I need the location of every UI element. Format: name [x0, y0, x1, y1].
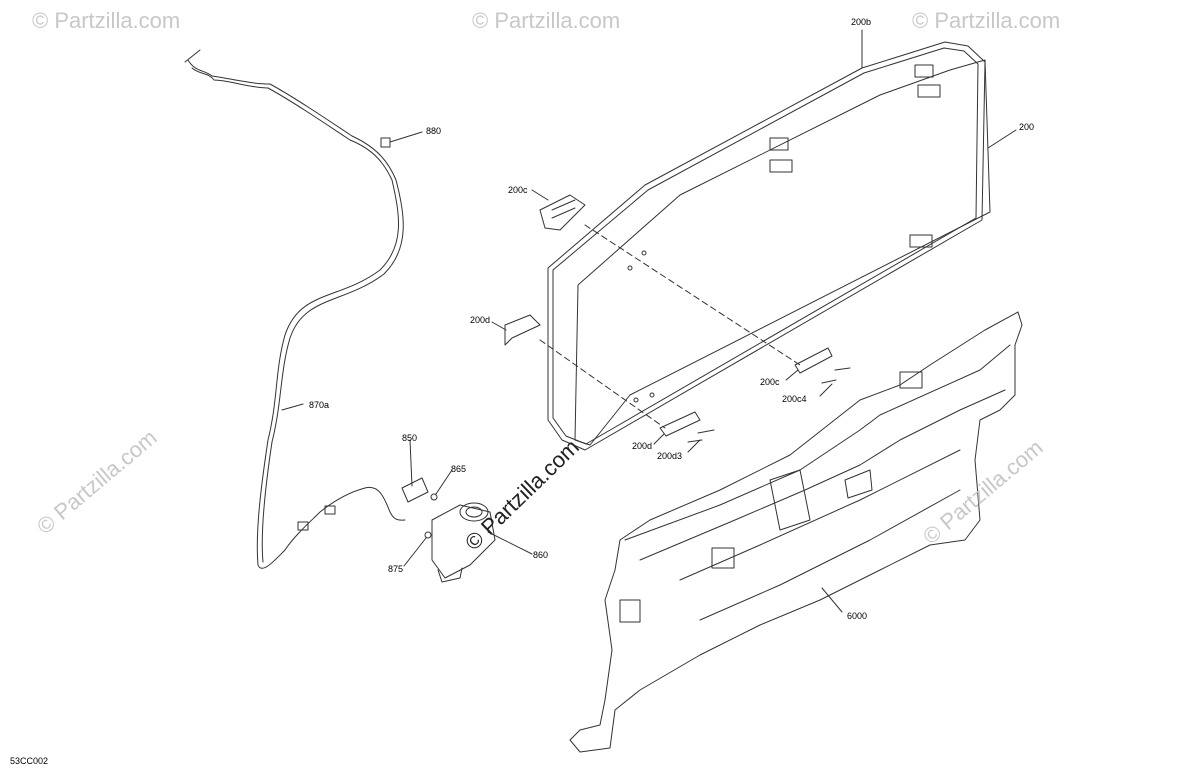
callout-200c-right: 200c: [760, 377, 780, 387]
diagram-code: 53CC002: [10, 756, 49, 766]
panel-200: [574, 59, 991, 446]
panel-clip-3: [909, 234, 933, 248]
hose-connector-mid: [324, 505, 336, 515]
watermark-top-left: © Partzilla.com: [32, 8, 181, 33]
frame-200b: [547, 41, 986, 451]
hose-870a: [184, 49, 406, 569]
screw-200d3: [687, 429, 715, 443]
panel-clip-top-2: [769, 137, 789, 151]
clamp-875: [424, 531, 432, 539]
callout-200: 200: [1019, 122, 1035, 132]
clip-200d: [504, 314, 541, 346]
callout-865: 865: [451, 464, 467, 474]
hose-connector-880: [380, 137, 391, 148]
callout-880: 880: [426, 126, 442, 136]
watermark-top-center: © Partzilla.com: [472, 8, 621, 33]
callout-200b: 200b: [851, 17, 872, 27]
bolt-865: [430, 493, 438, 501]
callout-200d-bottom: 200d: [632, 441, 653, 451]
callout-850: 850: [402, 433, 418, 443]
panel-clip-2: [769, 159, 793, 173]
clip-200c: [539, 194, 586, 231]
panel-clip-1: [917, 84, 941, 98]
callout-200c-top: 200c: [508, 185, 528, 195]
callout-875: 875: [388, 564, 404, 574]
callout-200c4: 200c4: [782, 394, 807, 404]
callout-860: 860: [533, 550, 549, 560]
callout-200d-left: 200d: [470, 315, 491, 325]
hose-870a-outer: [187, 59, 404, 563]
bracket-850: [401, 477, 429, 503]
panel-clip-top-1: [914, 64, 934, 78]
watermark-top-right: © Partzilla.com: [912, 8, 1061, 33]
plate-200c: [794, 347, 833, 374]
reservoir-cap: [459, 502, 489, 522]
callout-870a: 870a: [309, 400, 330, 410]
hose-connector-lower: [297, 521, 309, 531]
callout-200d3: 200d3: [657, 451, 683, 461]
screw-200c4: [821, 367, 851, 384]
plate-200d: [659, 411, 701, 437]
callout-6000: 6000: [847, 611, 868, 621]
panel-6000: [569, 311, 1023, 753]
reservoir-860: [431, 504, 496, 579]
